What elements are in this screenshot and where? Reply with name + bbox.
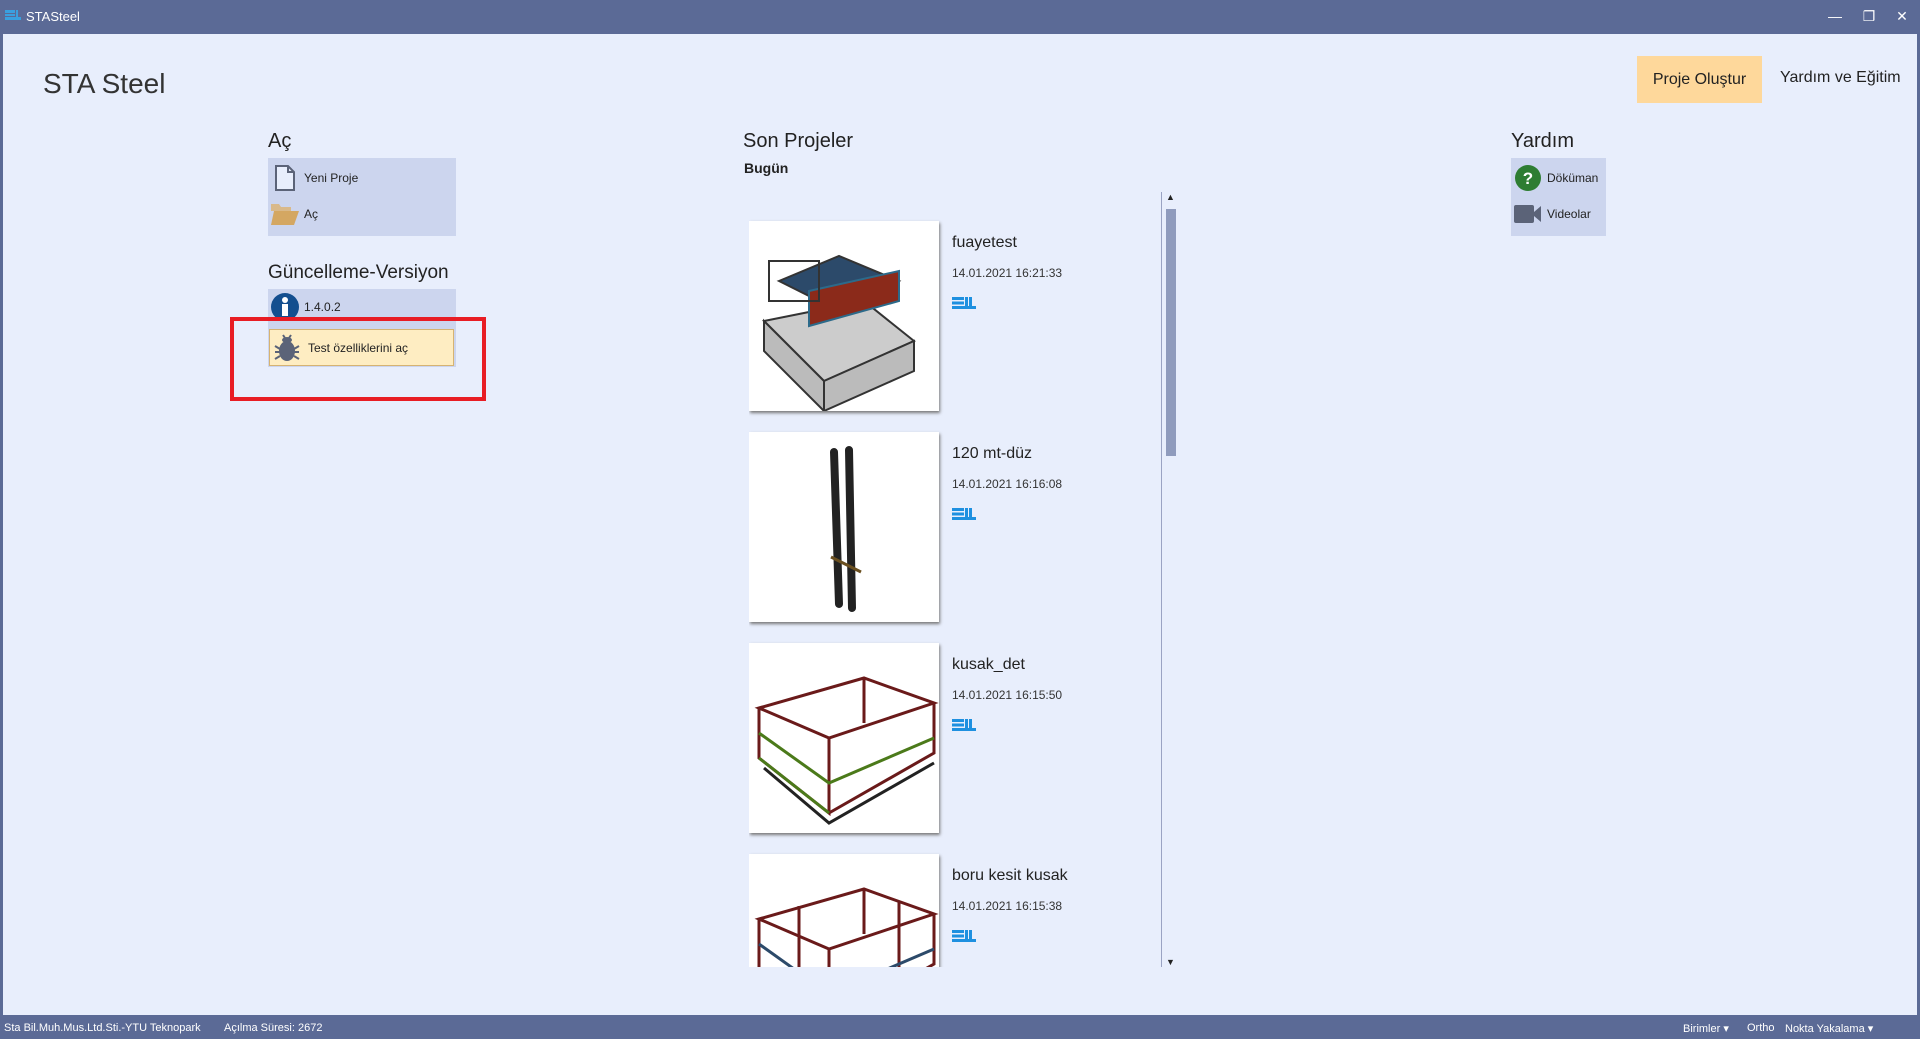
help-heading: Yardım: [1511, 130, 1574, 152]
video-camera-icon: [1513, 203, 1543, 225]
app-title: STA Steel: [43, 68, 166, 99]
folder-open-icon: [270, 202, 300, 226]
group-today: Bugün: [744, 160, 789, 176]
help-circle-icon: ?: [1513, 165, 1543, 191]
project-name[interactable]: kusak_det: [952, 656, 1025, 673]
project-preview-image: [830, 446, 862, 612]
open-heading: Aç: [268, 130, 292, 152]
update-heading: Güncelleme-Versiyon: [268, 262, 449, 283]
project-preview-image: [761, 254, 916, 414]
sta-file-icon: [952, 719, 976, 731]
recent-projects-list: fuayetest 14.01.2021 16:21:33 120 mt-düz…: [749, 187, 1159, 967]
project-name[interactable]: 120 mt-düz: [952, 445, 1033, 462]
project-thumbnail[interactable]: [749, 854, 939, 967]
open-panel: Yeni Proje Aç: [268, 158, 456, 236]
sta-file-icon: [952, 297, 976, 309]
project-name[interactable]: fuayetest: [952, 234, 1017, 251]
recent-project-item[interactable]: boru kesit kusak 14.01.2021 16:15:38: [749, 854, 1149, 967]
snap-dropdown[interactable]: Nokta Yakalama ▾: [1785, 1023, 1874, 1035]
project-thumbnail[interactable]: [749, 643, 939, 833]
recent-project-item[interactable]: 120 mt-düz 14.01.2021 16:16:08: [749, 432, 1149, 632]
recent-project-item[interactable]: fuayetest 14.01.2021 16:21:33: [749, 221, 1149, 421]
window-title: STASteel: [26, 9, 80, 24]
minimize-button[interactable]: —: [1828, 8, 1842, 24]
scroll-up-arrow[interactable]: ▲: [1166, 192, 1175, 202]
videos-button[interactable]: Videolar: [1511, 198, 1606, 230]
new-project-button[interactable]: Yeni Proje: [268, 162, 456, 194]
update-panel: 1.4.0.2 Test özelliklerini aç: [268, 289, 456, 367]
restore-button[interactable]: ❐: [1862, 8, 1876, 24]
recent-projects-heading: Son Projeler: [743, 130, 854, 152]
recent-project-item[interactable]: kusak_det 14.01.2021 16:15:50: [749, 643, 1149, 843]
svg-text:?: ?: [1523, 169, 1533, 188]
help-training-link[interactable]: Yardım ve Eğitim: [1780, 69, 1901, 86]
project-preview-image: [754, 676, 939, 825]
units-dropdown[interactable]: Birimler ▾: [1683, 1023, 1729, 1035]
project-date: 14.01.2021 16:21:33: [952, 266, 1063, 280]
create-project-button[interactable]: Proje Oluştur: [1637, 56, 1762, 103]
project-date: 14.01.2021 16:15:38: [952, 899, 1063, 913]
help-panel: ? Döküman Videolar: [1511, 158, 1606, 236]
scrollbar-thumb[interactable]: [1166, 209, 1176, 456]
close-button[interactable]: ✕: [1896, 8, 1908, 24]
title-bar: STASteel — ❐ ✕: [0, 0, 1920, 34]
open-project-button[interactable]: Aç: [268, 198, 456, 230]
project-thumbnail[interactable]: [749, 432, 939, 622]
company-label: Sta Bil.Muh.Mus.Ltd.Sti.-YTU Teknopark: [4, 1022, 201, 1034]
project-name[interactable]: boru kesit kusak: [952, 867, 1068, 884]
project-thumbnail[interactable]: [749, 221, 939, 414]
start-page: STA Steel Proje Oluştur Yardım ve Eğitim…: [3, 34, 1917, 1015]
sta-file-icon: [952, 930, 976, 942]
status-bar: Sta Bil.Muh.Mus.Ltd.Sti.-YTU Teknopark A…: [0, 1015, 1920, 1039]
open-time-label: Açılma Süresi: 2672: [224, 1022, 323, 1034]
bug-icon: [272, 333, 302, 362]
project-preview-image: [754, 887, 939, 967]
enable-test-features-button[interactable]: Test özelliklerini aç: [269, 329, 454, 366]
version-item: 1.4.0.2: [268, 291, 456, 323]
highlight-box: [230, 317, 486, 401]
scroll-down-arrow[interactable]: ▼: [1166, 957, 1175, 967]
sta-logo-icon: [5, 10, 21, 20]
scrollbar[interactable]: ▲ ▼: [1161, 192, 1178, 967]
documentation-button[interactable]: ? Döküman: [1511, 162, 1606, 194]
new-file-icon: [270, 165, 300, 191]
info-icon: [270, 293, 300, 321]
sta-file-icon: [952, 508, 976, 520]
ortho-toggle[interactable]: Ortho: [1747, 1022, 1775, 1034]
project-date: 14.01.2021 16:16:08: [952, 477, 1063, 491]
project-date: 14.01.2021 16:15:50: [952, 688, 1063, 702]
